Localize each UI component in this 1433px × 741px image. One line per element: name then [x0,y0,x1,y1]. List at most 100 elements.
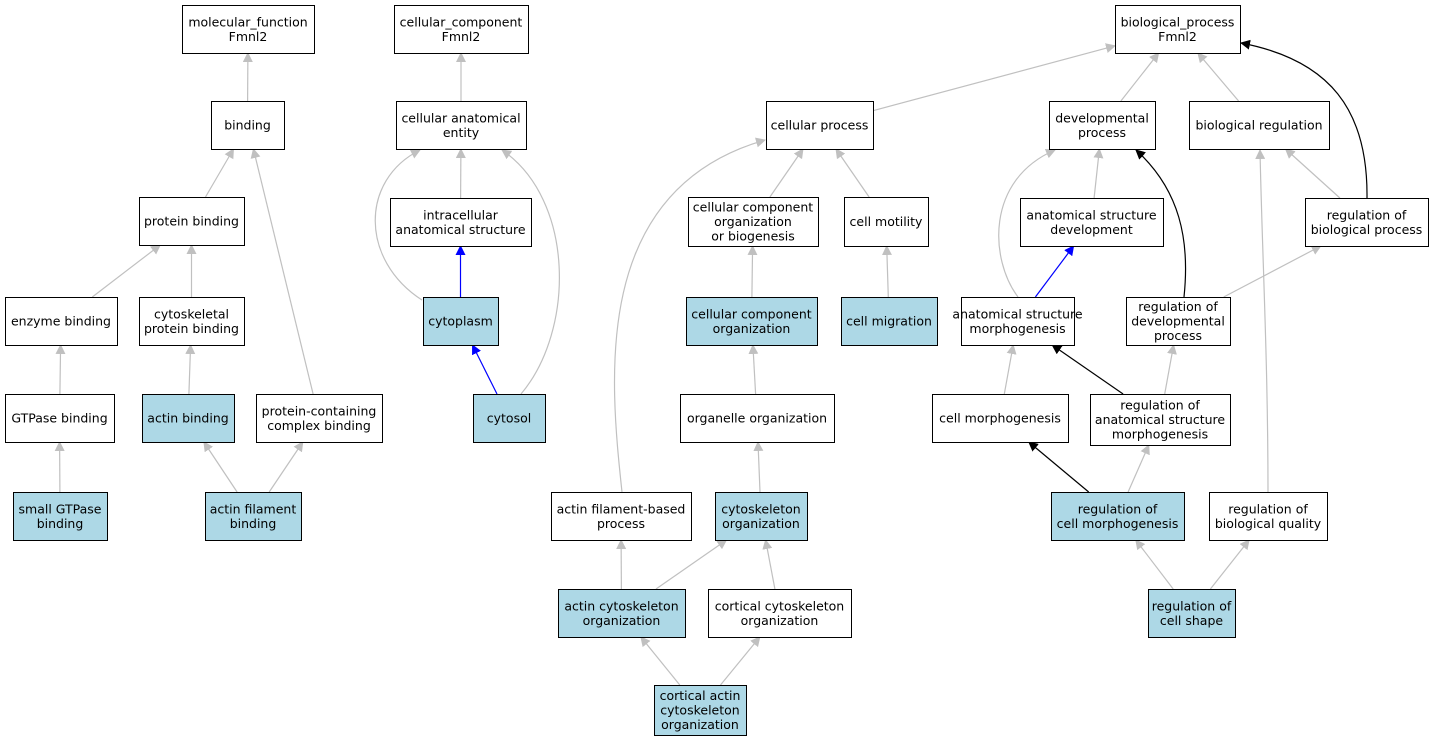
edge-line [1003,344,1017,395]
node-box [1051,492,1185,541]
edge-line [1135,539,1174,590]
edge-is-a-cortical-actin-cytoskeleton-organization-to-actin-cytoskeleton-organization [640,636,681,686]
node-box [182,5,315,54]
node-biological-regulation[interactable]: biological regulation [1189,101,1330,150]
node-label-line: organization [741,613,819,628]
node-binding[interactable]: binding [211,101,285,150]
node-label-line: regulation of [1327,207,1407,222]
edge-is-a-organelle-organization-to-cellular-component-organization [748,344,759,395]
node-label-line: enzyme binding [11,314,111,329]
edge-line [268,441,304,493]
node-label-line: regulation of [1228,501,1308,516]
node-box [423,297,499,346]
edge-is-a-cell-morphogenesis-to-anatomical-structure-morphogenesis [1003,344,1017,395]
edge-line [1164,344,1177,395]
node-box [5,394,115,443]
node-protein-binding[interactable]: protein binding [139,197,245,246]
node-cytosol[interactable]: cytosol [473,394,546,443]
edge-line [1028,441,1090,493]
node-label-line: developmental [1055,110,1149,125]
node-actin-binding[interactable]: actin binding [142,394,235,443]
node-cell-morphogenesis[interactable]: cell morphogenesis [932,394,1069,443]
node-label-line: molecular_function [188,14,307,29]
edge-is-a-cytoplasm-to-cellular-anatomical-entity [374,149,423,301]
node-label-line: developmental [1131,314,1225,329]
edge-is-a-regulation-of-developmental-process-to-regulation-of-biological-process [1223,245,1322,298]
node-cytoplasm[interactable]: cytoplasm [423,297,499,346]
node-label-line: cellular component [693,200,813,215]
edge-line [762,539,776,590]
edge-is-a-anatomical-structure-development-to-developmental-process [1093,148,1104,199]
edge-is-a-regulation-of-cell-shape-to-regulation-of-cell-morphogenesis [1135,539,1174,590]
edge-is-a-regulation-of-cell-shape-to-regulation-of-biological-quality [1209,539,1250,590]
edge-line [613,137,766,493]
edge-is-a-gtpase-binding-to-enzyme-binding [55,344,66,395]
node-label-line: actin filament-based [557,501,686,516]
edge-line [1093,148,1104,199]
edge-regulates-regulation-of-developmental-process-to-developmental-process [1135,149,1187,298]
edge-is-a-cell-motility-to-cellular-process [835,148,870,198]
edge-is-a-regulation-of-anatomical-structure-morphogenesis-to-regulation-of-developmental-process [1164,344,1177,395]
node-box [1189,101,1330,150]
node-label-line: entity [443,125,480,140]
node-organelle-organization[interactable]: organelle organization [680,394,835,443]
node-gtpase-binding[interactable]: GTPase binding [5,394,115,443]
node-label-line: actin binding [147,411,228,426]
edge-line [1240,39,1368,199]
node-label-line: anatomical structure [952,306,1082,321]
node-label-line: development [1050,222,1133,237]
edge-line [720,636,761,686]
node-label-line: cell morphogenesis [939,411,1061,426]
node-label-line: process [597,516,645,531]
edge-is-a-cellular-component-organization-to-cellular-component-organization-or-biogenesis [747,245,758,298]
node-box [139,297,245,346]
node-label-line: Fmnl2 [1158,29,1197,44]
node-cellular-process[interactable]: cellular process [766,101,874,150]
edge-is-a-biological-regulation-to-biological-process [1197,52,1240,102]
edge-line [1284,148,1341,199]
node-enzyme-binding[interactable]: enzyme binding [5,297,118,346]
node-box [1020,198,1164,247]
edge-is-a-actin-filament-based-process-to-cellular-process [613,137,766,493]
node-cell-motility[interactable]: cell motility [844,197,929,247]
node-box [715,492,808,541]
node-box [205,492,302,541]
edge-line [55,344,66,395]
node-label-line: organization [661,717,739,732]
node-box [680,394,835,443]
node-box [1209,492,1328,541]
edge-is-a-regulation-of-biological-quality-to-biological-regulation [1255,149,1269,493]
node-label-line: cellular component [691,306,811,321]
node-cell-migration[interactable]: cell migration [841,297,938,346]
node-label-line: intracellular [423,207,499,222]
node-label-line: cytoskeletal [154,306,229,321]
node-label-line: small GTPase [19,501,102,516]
node-label-line: anatomical structure [1095,412,1225,427]
edge-line [185,344,196,395]
